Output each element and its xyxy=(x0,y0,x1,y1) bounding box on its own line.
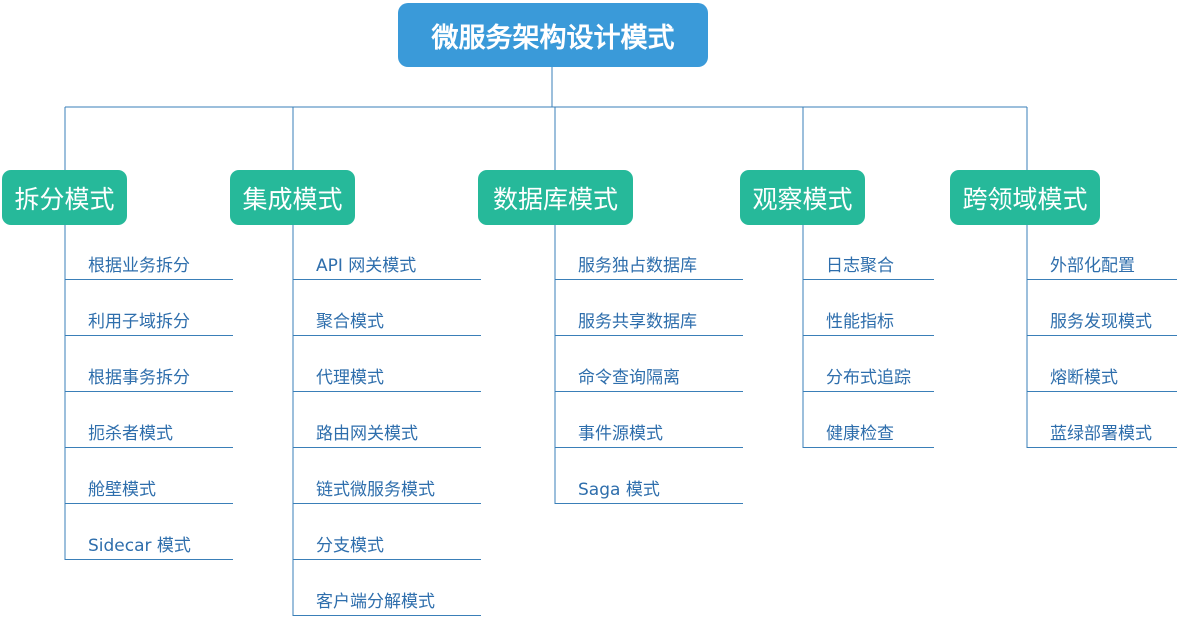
leaf-item: 蓝绿部署模式 xyxy=(1027,421,1177,448)
leaf-item: 事件源模式 xyxy=(555,421,743,448)
leaf-item: 性能指标 xyxy=(803,309,934,336)
category-node: 集成模式 xyxy=(230,170,355,225)
leaf-item: 服务发现模式 xyxy=(1027,309,1177,336)
leaf-item: API 网关模式 xyxy=(293,253,481,280)
leaf-item: 根据事务拆分 xyxy=(65,365,233,392)
leaf-item: 代理模式 xyxy=(293,365,481,392)
category-node: 跨领域模式 xyxy=(950,170,1100,225)
leaf-item: 扼杀者模式 xyxy=(65,421,233,448)
category-node: 拆分模式 xyxy=(2,170,127,225)
leaf-item: Saga 模式 xyxy=(555,477,743,504)
category-node: 数据库模式 xyxy=(478,170,633,225)
leaf-item: 舱壁模式 xyxy=(65,477,233,504)
leaf-item: 根据业务拆分 xyxy=(65,253,233,280)
root-node: 微服务架构设计模式 xyxy=(398,3,708,67)
leaf-item: 利用子域拆分 xyxy=(65,309,233,336)
leaf-item: 路由网关模式 xyxy=(293,421,481,448)
leaf-item: 服务共享数据库 xyxy=(555,309,743,336)
leaf-item: 日志聚合 xyxy=(803,253,934,280)
leaf-item: 命令查询隔离 xyxy=(555,365,743,392)
leaf-item: 分布式追踪 xyxy=(803,365,934,392)
leaf-item: 聚合模式 xyxy=(293,309,481,336)
leaf-item: Sidecar 模式 xyxy=(65,533,233,560)
leaf-item: 链式微服务模式 xyxy=(293,477,481,504)
leaf-item: 服务独占数据库 xyxy=(555,253,743,280)
leaf-item: 客户端分解模式 xyxy=(293,589,481,616)
leaf-item: 分支模式 xyxy=(293,533,481,560)
leaf-item: 健康检查 xyxy=(803,421,934,448)
category-node: 观察模式 xyxy=(740,170,865,225)
leaf-item: 外部化配置 xyxy=(1027,253,1177,280)
leaf-item: 熔断模式 xyxy=(1027,365,1177,392)
